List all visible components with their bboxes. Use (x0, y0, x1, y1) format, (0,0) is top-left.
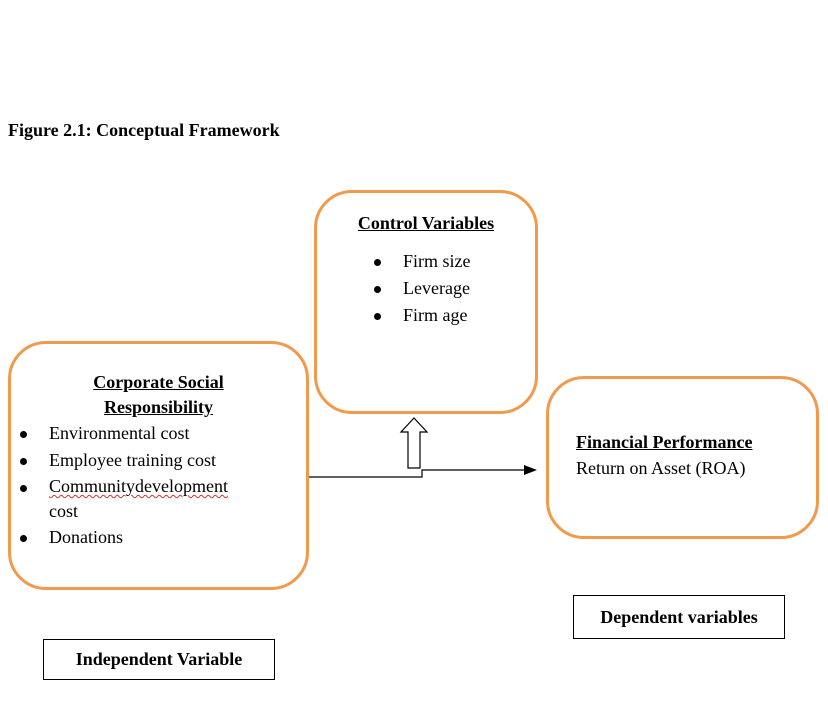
dependent-variables-label: Dependent variables (573, 595, 785, 639)
financial-performance-box: Financial Performance Return on Asset (R… (546, 376, 819, 539)
figure-title: Figure 2.1: Conceptual Framework (8, 120, 280, 140)
list-item: Firm age (354, 302, 535, 329)
list-item: Communitydevelopment cost (0, 474, 306, 524)
list-item: Leverage (354, 275, 535, 302)
list-item: Environmental cost (0, 420, 306, 447)
financial-performance-heading: Financial Performance (576, 432, 753, 452)
independent-variable-label: Independent Variable (43, 639, 275, 680)
csr-heading: Corporate Social Responsibility (11, 370, 306, 420)
control-variables-box: Control Variables Firm size Leverage Fir… (314, 190, 538, 414)
list-item: Employee training cost (0, 447, 306, 474)
control-variables-list: Firm size Leverage Firm age (317, 248, 535, 329)
csr-to-fp-arrow-line (309, 469, 524, 478)
csr-heading-line2: Responsibility (103, 397, 214, 417)
financial-performance-measure: Return on Asset (ROA) (576, 458, 746, 478)
control-link-up-arrow (399, 417, 429, 469)
csr-heading-line1: Corporate Social (93, 372, 224, 392)
csr-box: Corporate Social Responsibility Environm… (8, 341, 309, 590)
list-item: Donations (0, 524, 306, 551)
spellcheck-flagged-text: Communitydevelopment (49, 476, 228, 496)
list-item: Firm size (354, 248, 535, 275)
list-item-continuation: cost (49, 501, 78, 521)
csr-list: Environmental cost Employee training cos… (0, 420, 306, 551)
csr-to-fp-arrowhead (524, 465, 537, 475)
control-variables-heading: Control Variables (357, 213, 495, 233)
